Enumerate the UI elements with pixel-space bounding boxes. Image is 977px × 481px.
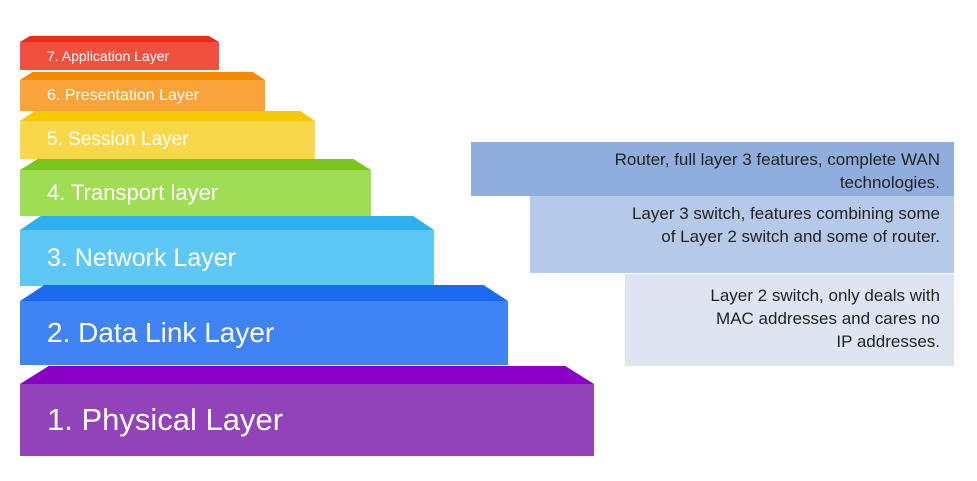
layer-data-link-label: 2. Data Link Layer [47, 317, 275, 348]
layer-application-label: 7. Application Layer [47, 48, 170, 64]
description-router-line-2: technologies. [839, 173, 940, 192]
layer-network-top [20, 216, 434, 230]
layer-presentation-top [20, 72, 265, 80]
layer-transport-face: 4. Transport layer [20, 170, 371, 216]
description-layer3-switch: Layer 3 switch, features combining some … [530, 196, 954, 273]
layer-network-label: 3. Network Layer [47, 243, 236, 272]
layer-transport-top [20, 159, 371, 170]
layer-session-face: 5. Session Layer [20, 121, 315, 159]
description-router-line-1: Router, full layer 3 features, complete … [614, 150, 940, 169]
description-layer2-switch: Layer 2 switch, only deals with MAC addr… [625, 274, 954, 366]
layer-presentation-label: 6. Presentation Layer [47, 86, 200, 104]
layer-application-face: 7. Application Layer [20, 42, 219, 70]
layer-physical-face: 1. Physical Layer [20, 384, 594, 456]
layer-transport-label: 4. Transport layer [47, 180, 219, 205]
layer-data-link-top [20, 285, 508, 301]
layer-session-label: 5. Session Layer [47, 129, 189, 150]
layer-application-top [20, 36, 219, 42]
description-layer3-switch-line-1: Layer 3 switch, features combining some [631, 204, 940, 223]
layer-physical-label: 1. Physical Layer [47, 402, 284, 437]
layer-physical-top [20, 366, 594, 384]
description-layer3-switch-line-2: of Layer 2 switch and some of router. [661, 227, 940, 246]
description-layer2-switch-line-1: Layer 2 switch, only deals with [710, 286, 940, 305]
description-router: Router, full layer 3 features, complete … [471, 142, 954, 196]
layer-session-top [20, 111, 315, 121]
layer-data-link-face: 2. Data Link Layer [20, 301, 508, 365]
layer-network-face: 3. Network Layer [20, 230, 434, 286]
layer-presentation-face: 6. Presentation Layer [20, 80, 265, 111]
description-layer2-switch-line-3: IP addresses. [836, 332, 940, 351]
description-layer2-switch-line-2: MAC addresses and cares no [716, 309, 940, 328]
